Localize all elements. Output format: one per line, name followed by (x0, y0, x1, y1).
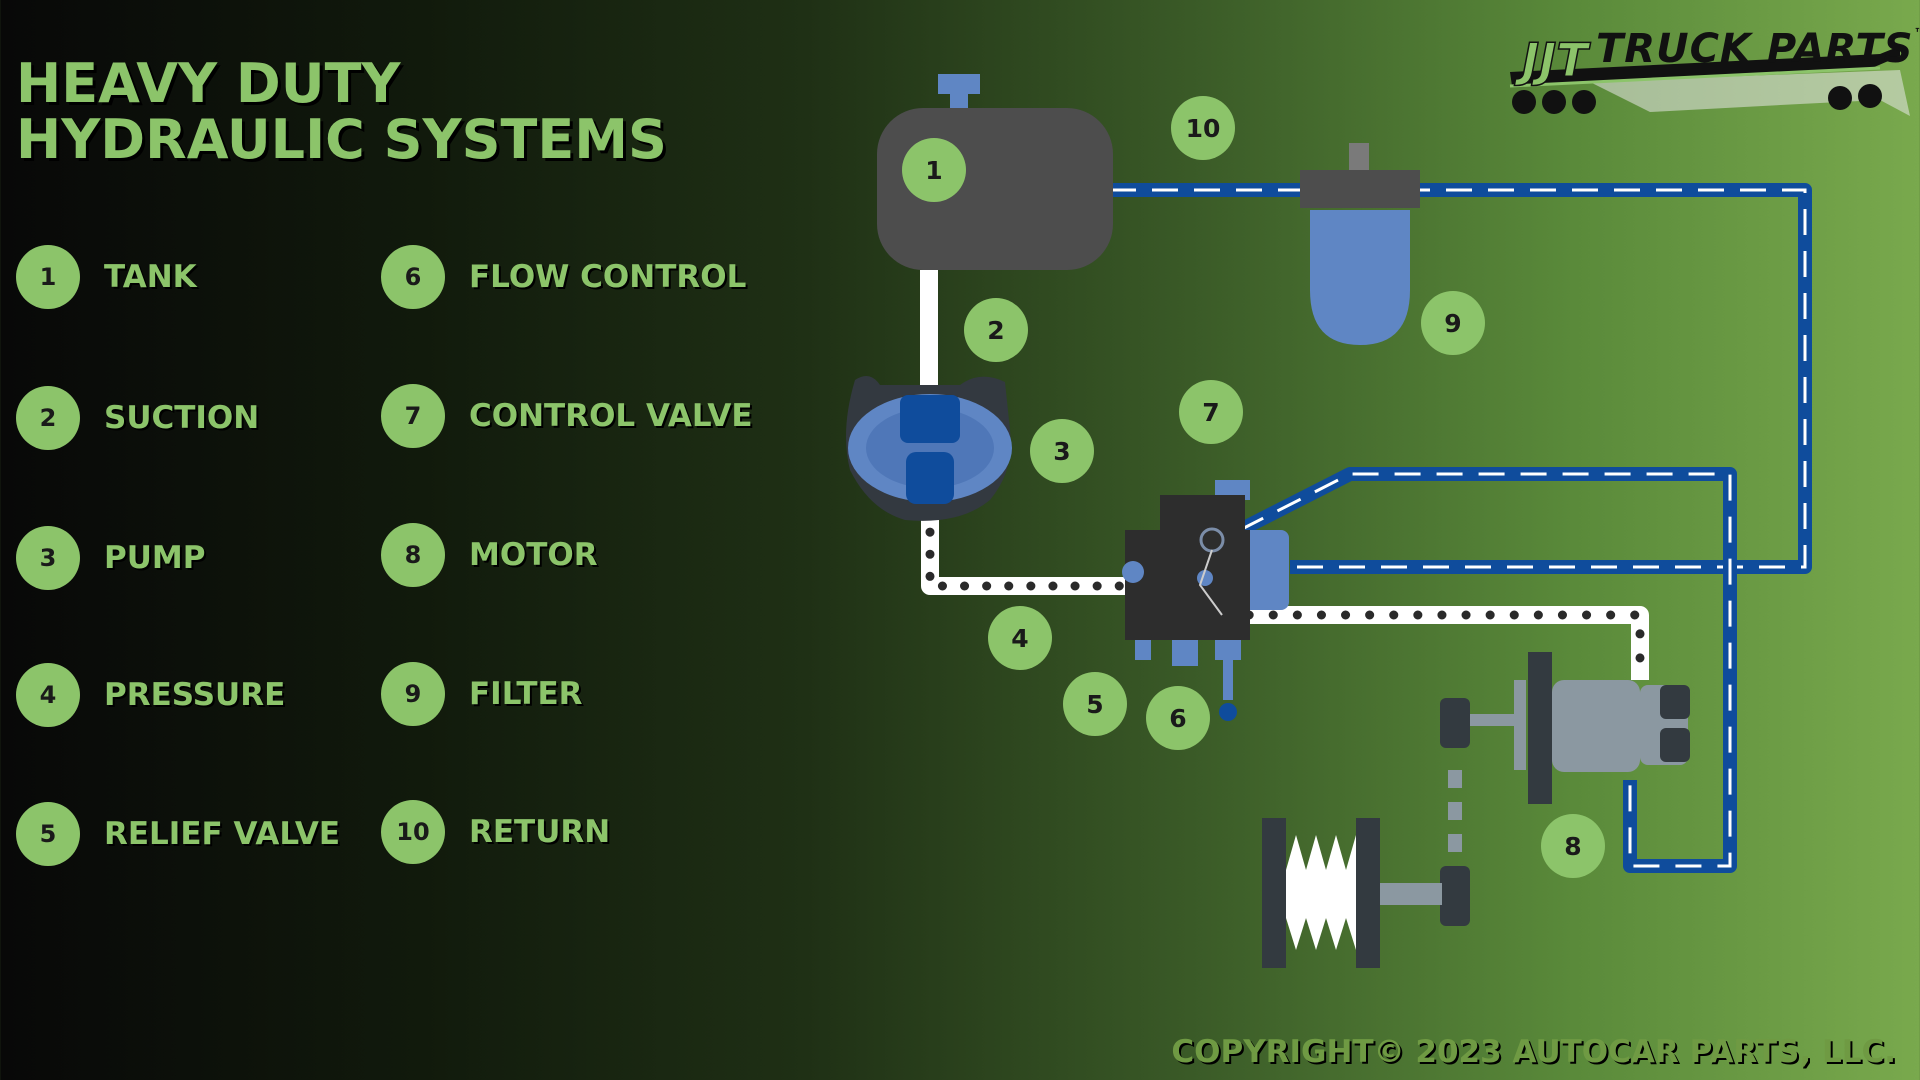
legend-item-motor: 8 MOTOR (381, 523, 598, 587)
pump (846, 376, 1012, 521)
logo-trademark: ™ (1914, 26, 1920, 42)
badge-pressure-number: 4 (1011, 624, 1028, 653)
badge-tank: 1 (902, 138, 966, 202)
legend-badge: 8 (381, 523, 445, 587)
return-line (1110, 183, 1812, 873)
legend-label: FILTER (469, 676, 583, 712)
legend-badge: 5 (16, 802, 80, 866)
legend-badge: 7 (381, 384, 445, 448)
legend-badge: 1 (16, 245, 80, 309)
legend-badge: 3 (16, 526, 80, 590)
logo-graphic: JJT (1509, 32, 1910, 116)
legend-label: FLOW CONTROL (469, 259, 747, 295)
legend-label: SUCTION (104, 400, 260, 436)
legend-item-suction: 2 SUCTION (16, 386, 259, 450)
legend-badge: 2 (16, 386, 80, 450)
badge-flow-control-number: 6 (1169, 704, 1186, 733)
legend-label: PUMP (104, 540, 206, 576)
legend-badge: 4 (16, 663, 80, 727)
badge-relief-valve: 5 (1063, 672, 1127, 736)
badge-control-valve-number: 7 (1202, 398, 1219, 427)
copyright-text: COPYRIGHT© 2023 AUTOCAR PARTS, LLC. (1171, 1034, 1896, 1070)
pulley (1262, 818, 1380, 968)
title-line-2: HYDRAULIC SYSTEMS (16, 108, 667, 171)
legend-item-return: 10 RETURN (381, 800, 610, 864)
pressure-line (921, 505, 1649, 685)
badge-filter-number: 9 (1444, 309, 1461, 338)
suction-line (920, 270, 938, 400)
badge-return-number: 10 (1186, 114, 1221, 143)
legend-label: PRESSURE (104, 677, 286, 713)
legend-badge: 6 (381, 245, 445, 309)
legend-label: TANK (104, 259, 197, 295)
legend-badge: 10 (381, 800, 445, 864)
control-valve (1122, 480, 1289, 721)
brand-logo: JJT TRUCK PARTS™ (1500, 20, 1920, 130)
filter (1300, 143, 1420, 345)
title-line-1: HEAVY DUTY (16, 52, 401, 115)
logo-brand-text: TRUCK PARTS™ (1596, 26, 1920, 72)
badge-suction-number: 2 (987, 316, 1004, 345)
legend-label: RETURN (469, 814, 611, 850)
motor (1380, 652, 1690, 926)
legend-item-control-valve: 7 CONTROL VALVE (381, 384, 753, 448)
legend-item-filter: 9 FILTER (381, 662, 583, 726)
badge-suction: 2 (964, 298, 1028, 362)
badge-pressure: 4 (988, 606, 1052, 670)
badge-motor: 8 (1541, 814, 1605, 878)
logo-brand-name: TRUCK PARTS (1596, 26, 1914, 72)
page-title: HEAVY DUTY HYDRAULIC SYSTEMS (16, 56, 667, 168)
badge-relief-valve-number: 5 (1086, 690, 1103, 719)
badge-return: 10 (1171, 96, 1235, 160)
badge-control-valve: 7 (1179, 380, 1243, 444)
badge-motor-number: 8 (1564, 832, 1581, 861)
legend-badge: 9 (381, 662, 445, 726)
legend-label: MOTOR (469, 537, 598, 573)
legend-item-pump: 3 PUMP (16, 526, 205, 590)
badge-flow-control: 6 (1146, 686, 1210, 750)
badge-tank-number: 1 (925, 156, 942, 185)
badge-filter: 9 (1421, 291, 1485, 355)
legend-item-pressure: 4 PRESSURE (16, 663, 285, 727)
legend-item-tank: 1 TANK (16, 245, 197, 309)
logo-mark: JJT (1514, 33, 1591, 87)
legend-item-flow-control: 6 FLOW CONTROL (381, 245, 746, 309)
legend-item-relief-valve: 5 RELIEF VALVE (16, 802, 340, 866)
badge-pump-number: 3 (1053, 437, 1070, 466)
legend-label: CONTROL VALVE (469, 398, 753, 434)
badge-pump: 3 (1030, 419, 1094, 483)
legend-label: RELIEF VALVE (104, 816, 341, 852)
